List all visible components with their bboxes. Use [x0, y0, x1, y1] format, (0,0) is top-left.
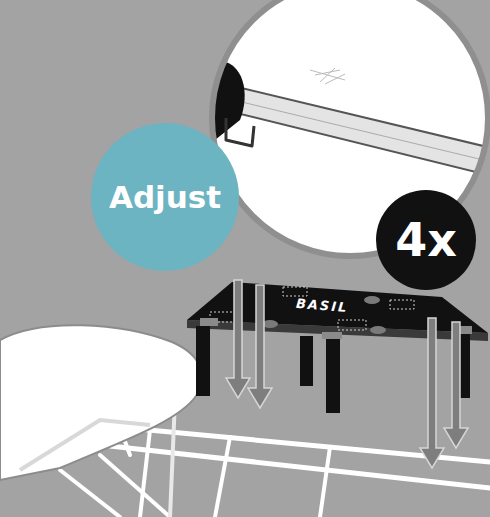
badge-text: 4x — [395, 213, 457, 267]
count-badge: 4x — [376, 190, 476, 290]
instruction-badge: Adjust — [91, 123, 239, 271]
brand-logo: BASIL — [295, 296, 349, 316]
badge-text: Adjust — [109, 179, 221, 215]
down-arrow — [226, 280, 468, 468]
saddle — [0, 325, 202, 480]
adapter-plate — [187, 282, 488, 341]
saddle-rail — [20, 420, 150, 470]
